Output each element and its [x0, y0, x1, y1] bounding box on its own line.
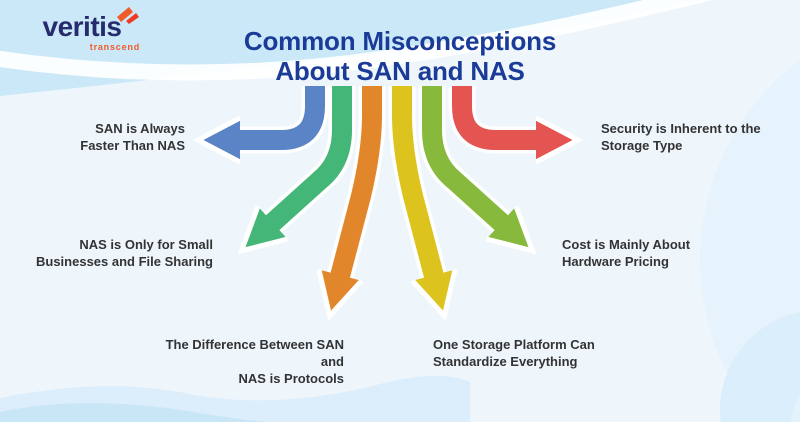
bottom-right-blob-inner	[790, 393, 800, 422]
arrow-shaft	[422, 86, 537, 255]
arrow-nas-only-small-business	[237, 86, 356, 255]
misconception-label-nas-only-small-business: NAS is Only for Small Businesses and Fil…	[28, 236, 213, 270]
bottom-right-blob-outer	[720, 312, 800, 422]
infographic-title: Common Misconceptions About SAN and NAS	[0, 26, 800, 87]
label-line: Businesses and File Sharing	[36, 254, 213, 270]
bottom-left-wave-deep	[0, 403, 340, 422]
label-line: NAS is Protocols	[238, 371, 344, 387]
misconception-label-security-inherent: Security is Inherent to the Storage Type	[601, 120, 779, 154]
label-line: SAN is Always	[95, 121, 185, 136]
veritis-logo: veritis transcend	[22, 7, 142, 52]
label-line: Storage Type	[601, 138, 683, 154]
arrow-cost-hardware-pricing	[418, 86, 537, 255]
brand-name-text: veritis	[42, 11, 123, 42]
arrow-shaft	[316, 86, 382, 322]
arrow-shaft	[237, 86, 352, 255]
label-line: Hardware Pricing	[562, 254, 669, 270]
label-line: Cost is Mainly About	[562, 237, 691, 252]
label-line: One Storage Platform Can	[433, 337, 595, 352]
title-line-1: Common Misconceptions	[243, 26, 557, 56]
label-line: NAS is Only for Small	[79, 237, 213, 252]
misconception-label-cost-hardware-pricing: Cost is Mainly About Hardware Pricing	[562, 236, 730, 270]
brand-tagline: transcend	[89, 42, 140, 52]
arrow-shaft	[192, 86, 325, 165]
brand-mark-icon	[116, 7, 139, 24]
misconception-label-one-platform-standardize: One Storage Platform Can Standardize Eve…	[433, 336, 621, 370]
arrow-one-platform-standardize	[388, 86, 458, 322]
arrow-shaft	[392, 86, 458, 322]
arrow-san-always-faster	[192, 86, 329, 165]
misconception-label-difference-is-protocols: The Difference Between SAN and NAS is Pr…	[148, 336, 344, 387]
label-line: Faster Than NAS	[80, 138, 185, 154]
arrow-security-inherent	[448, 86, 584, 165]
arrow-difference-is-protocols	[316, 86, 386, 322]
label-line: Standardize Everything	[433, 354, 578, 370]
brand-name: veritis	[42, 7, 139, 42]
title-line-2: About SAN and NAS	[275, 56, 525, 87]
misconception-label-san-always-faster: SAN is Always Faster Than NAS	[30, 120, 185, 154]
label-line: The Difference Between SAN and	[165, 337, 344, 370]
arrow-shaft	[452, 86, 584, 165]
label-line: Security is Inherent to the	[601, 121, 761, 136]
top-white-ribbon	[0, 0, 713, 81]
